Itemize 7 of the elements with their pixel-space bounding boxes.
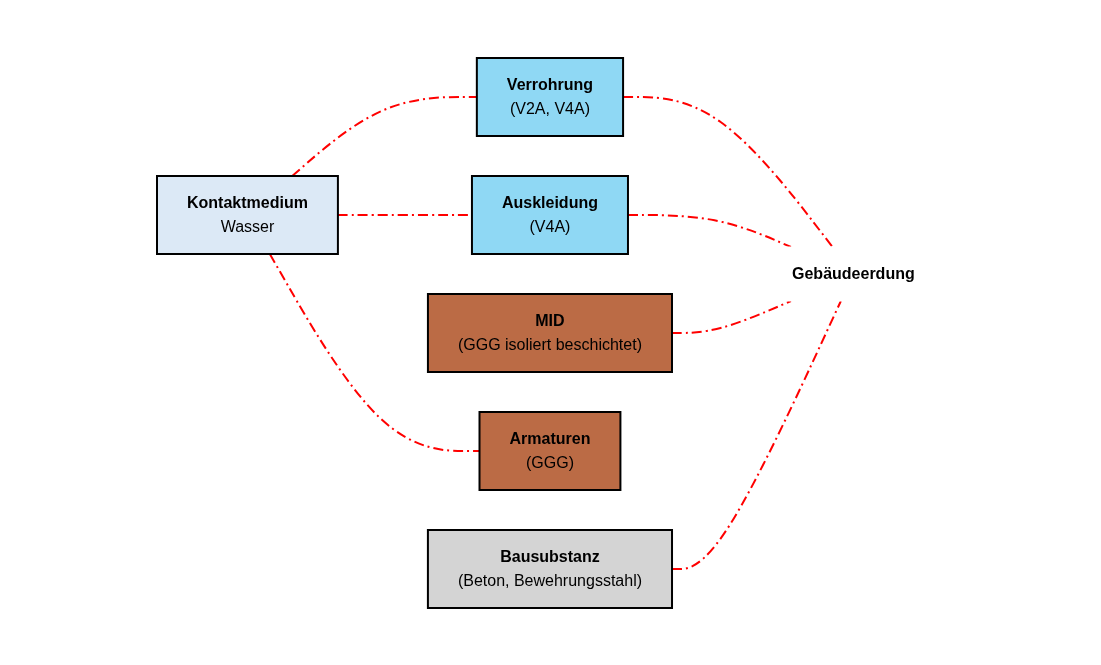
node-text: Gebäudeerdung <box>791 264 915 282</box>
node-box: Bausubstanz (Beton, Bewehrungsstahl) <box>426 528 673 609</box>
node-box: MID (GGG isoliert beschichtet) <box>426 292 673 373</box>
node-box: Armaturen (GGG) <box>478 410 622 491</box>
node-box: Kontaktmedium Wasser <box>155 174 339 255</box>
node-box: Auskleidung (V4A) <box>470 174 629 255</box>
node-box: Verrohrung (V2A, V4A) <box>475 56 624 137</box>
